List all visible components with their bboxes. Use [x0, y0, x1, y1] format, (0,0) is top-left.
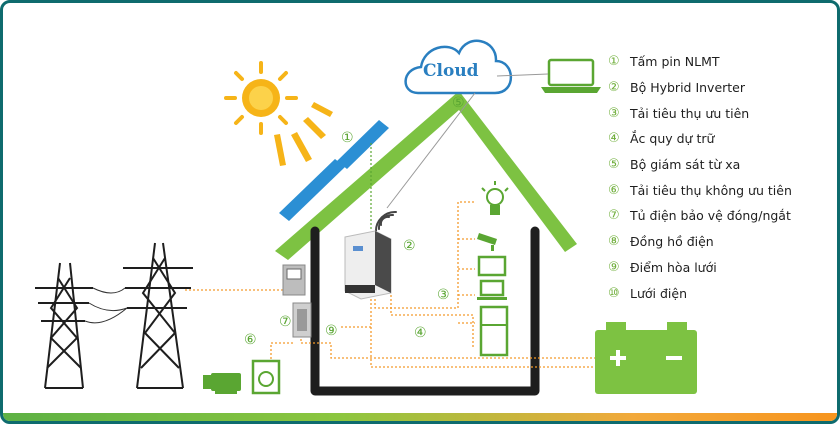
marker-6: ⑥ — [244, 332, 257, 348]
legend-label: Tải tiêu thụ không ưu tiên — [630, 182, 792, 198]
bottom-stripe — [3, 413, 837, 421]
house-body — [310, 226, 540, 396]
legend-label: Bộ Hybrid Inverter — [630, 80, 746, 96]
cloud-label: Cloud — [423, 61, 479, 81]
wiring — [185, 201, 595, 368]
refrigerator-icon — [479, 305, 509, 357]
marker-9: ⑨ — [325, 323, 338, 339]
marker-4: ④ — [414, 325, 427, 341]
marker-3: ③ — [437, 287, 450, 303]
motor-pump-icon — [203, 373, 241, 394]
computer-icon — [477, 279, 507, 300]
marker-5: ⑤ — [452, 95, 465, 111]
legend-label: Ắc quy dự trữ — [630, 131, 715, 147]
cloud-icon — [404, 39, 512, 95]
monitor-link — [386, 92, 476, 209]
breaker-box-icon — [292, 302, 312, 338]
marker-2: ② — [403, 238, 416, 254]
sunlight-rays — [274, 102, 333, 166]
sun-icon — [224, 61, 298, 135]
house-roof — [275, 91, 577, 260]
wifi-icon — [374, 210, 397, 233]
legend-label: Đồng hồ điện — [630, 234, 714, 250]
power-lines — [84, 287, 128, 324]
legend-label: Lưới điện — [630, 285, 688, 301]
power-meter-icon — [282, 264, 306, 296]
legend-label: Tủ điện bảo vệ đóng/ngắt — [630, 208, 791, 224]
legend-label: Điểm hòa lưới — [630, 259, 717, 275]
hybrid-inverter-icon — [344, 230, 392, 300]
battery-icon — [595, 322, 697, 394]
solar-panel-icon — [279, 120, 389, 221]
power-pylon-icon — [35, 242, 193, 389]
hybrid-solar-diagram — [35, 39, 697, 396]
security-camera-icon — [477, 233, 497, 251]
legend-label: Tải tiêu thụ ưu tiên — [630, 105, 750, 121]
marker-7: ⑦ — [279, 314, 292, 330]
marker-1: ① — [341, 130, 354, 146]
cloud-laptop-link — [496, 73, 549, 77]
washing-machine-icon — [251, 359, 281, 395]
laptop-icon — [541, 58, 601, 93]
legend-label: Tấm pin NLMT — [630, 54, 720, 70]
tv-icon — [477, 255, 507, 277]
light-bulb-icon — [481, 181, 509, 215]
legend-label: Bộ giám sát từ xa — [630, 157, 741, 173]
